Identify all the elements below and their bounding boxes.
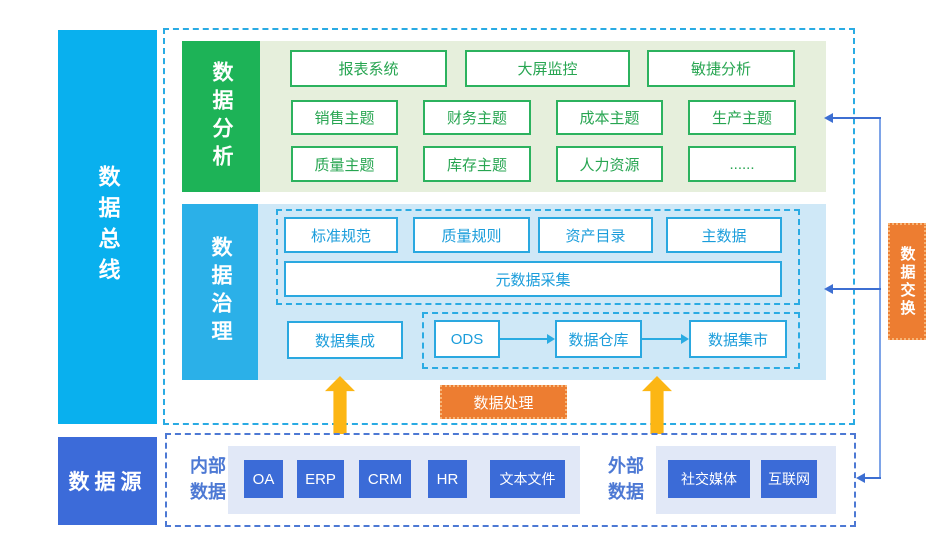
- source-item-hr: HR: [428, 460, 467, 498]
- processing-box: 数据处理: [440, 385, 567, 419]
- analysis-box-hr-topic: 人力资源: [556, 146, 663, 182]
- exchange-box: 数据交换: [888, 223, 926, 340]
- governance-box-standard-spec: 标准规范: [284, 217, 398, 253]
- analysis-box-finance-topic: 财务主题: [423, 100, 531, 135]
- governance-box-asset-catalog: 资产目录: [538, 217, 653, 253]
- exchange-arrow-line-governance: [830, 288, 881, 290]
- source-item-social-media: 社交媒体: [668, 460, 750, 498]
- internal-data-label: 内部数据: [190, 456, 226, 503]
- exchange-connector-vline: [879, 117, 881, 478]
- data-bus-bar: 数据总线: [58, 30, 157, 424]
- standards-dashed-container: [276, 209, 800, 305]
- analysis-box-quality-topic: 质量主题: [291, 146, 398, 182]
- exchange-arrow-line-source: [862, 477, 881, 479]
- pipeline-arrow-head-1: [547, 334, 555, 344]
- analysis-box-report-system: 报表系统: [290, 50, 447, 87]
- source-label-box: 数据源: [58, 437, 157, 525]
- pipeline-box-data-mart: 数据集市: [689, 320, 787, 358]
- analysis-section-label-box: 数据分析: [182, 41, 260, 192]
- exchange-arrow-line-analysis: [830, 117, 881, 119]
- analysis-box-sales-topic: 销售主题: [291, 100, 398, 135]
- governance-box-quality-rule: 质量规则: [413, 217, 530, 253]
- analysis-box-cost-topic: 成本主题: [556, 100, 663, 135]
- pipeline-arrow-line-1: [500, 338, 547, 340]
- analysis-box-agile-analysis: 敏捷分析: [647, 50, 795, 87]
- analysis-box-inventory-topic: 库存主题: [423, 146, 531, 182]
- source-dashed-container: [165, 433, 856, 527]
- governance-section-label-box: 数据治理: [182, 204, 258, 380]
- source-item-crm: CRM: [359, 460, 411, 498]
- pipeline-arrow-line-2: [642, 338, 681, 340]
- pipeline-box-ods: ODS: [434, 320, 500, 358]
- pipeline-dashed-container: [422, 312, 800, 369]
- governance-section-label: 数据治理: [209, 236, 232, 348]
- source-item-text-file: 文本文件: [490, 460, 565, 498]
- data-bus-label: 数据总线: [95, 165, 121, 289]
- governance-box-data-integration: 数据集成: [287, 321, 403, 359]
- exchange-label: 数据交换: [898, 245, 916, 318]
- exchange-arrow-head-source: [856, 473, 865, 483]
- pipeline-box-data-warehouse: 数据仓库: [555, 320, 642, 358]
- analysis-box-production-topic: 生产主题: [688, 100, 796, 135]
- governance-box-master-data: 主数据: [666, 217, 782, 253]
- analysis-section-label: 数据分析: [210, 60, 233, 173]
- source-item-oa: OA: [244, 460, 283, 498]
- source-item-internet: 互联网: [761, 460, 817, 498]
- platform-dashed-container: [163, 28, 855, 425]
- pipeline-arrow-head-2: [681, 334, 689, 344]
- analysis-box-more-topic: ......: [688, 146, 796, 182]
- exchange-arrow-head-governance: [824, 284, 833, 294]
- external-data-label: 外部数据: [608, 456, 644, 503]
- governance-box-metadata-collect: 元数据采集: [284, 261, 782, 297]
- source-item-erp: ERP: [297, 460, 344, 498]
- exchange-arrow-head-analysis: [824, 113, 833, 123]
- analysis-box-big-screen-monitor: 大屏监控: [465, 50, 630, 87]
